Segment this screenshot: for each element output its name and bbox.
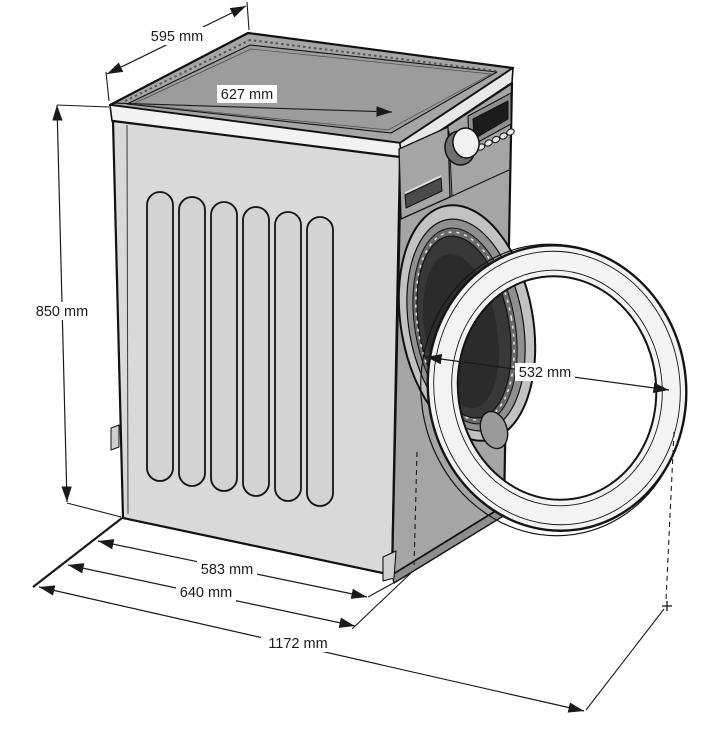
label-bg	[261, 634, 335, 652]
dim-top-depth: 595 mm	[105, 1, 250, 102]
dim-door-diameter: 532 mm	[425, 353, 670, 394]
ext-line	[66, 502, 122, 518]
program-knob	[452, 127, 480, 159]
control-panel-seam	[449, 169, 510, 198]
button-row	[476, 128, 515, 151]
side-edge-tab	[110, 424, 120, 451]
ext-line	[246, 1, 250, 31]
plus-mark	[662, 601, 672, 611]
groove-2	[178, 196, 206, 487]
door-ring-outer2	[433, 250, 681, 526]
dim-line	[112, 102, 393, 117]
label-bg	[217, 85, 277, 103]
door-hinge-drop-line	[413, 451, 418, 569]
label-bg	[148, 27, 206, 45]
washing-machine	[108, 31, 688, 584]
groove-1	[146, 191, 174, 482]
label-bg	[515, 363, 575, 381]
machine-side-panel	[110, 119, 402, 577]
ext-line	[351, 572, 412, 630]
groove-6	[306, 216, 334, 507]
ext-line	[585, 608, 665, 711]
front-foot	[382, 550, 397, 582]
groove-3	[210, 201, 238, 492]
drawer-handle-slot	[404, 177, 443, 209]
side-corner-seam	[126, 124, 129, 515]
door-edge-drop-line	[665, 431, 675, 601]
floor-extension-left	[32, 517, 123, 588]
dim-total-depth: 1172 mm	[38, 431, 675, 713]
side-grooves	[146, 191, 334, 507]
dim-label-total-depth: 1172 mm	[268, 636, 327, 652]
button-5	[506, 128, 515, 136]
dim-label-door-diameter: 532 mm	[519, 365, 571, 381]
dim-label-top-width: 627 mm	[221, 87, 273, 103]
dim-height: 850 mm	[32, 104, 122, 518]
label-bg	[32, 302, 92, 320]
door-hinge-boss	[479, 410, 509, 450]
groove-4	[242, 206, 270, 497]
control-panel	[444, 92, 515, 166]
dim-label-top-depth: 595 mm	[151, 29, 203, 45]
door-ring-outer	[426, 244, 688, 532]
dim-label-height: 850 mm	[36, 304, 88, 320]
groove-5	[274, 211, 302, 502]
dim-label-base-width-inner: 583 mm	[201, 562, 253, 578]
ext-line	[56, 104, 110, 108]
ext-line	[105, 71, 110, 102]
dimensions: 595 mm 627 mm 850 mm 532 mm	[32, 1, 675, 713]
drawer-slot-highlight	[404, 175, 442, 194]
dim-label-base-width-outer: 640 mm	[180, 585, 232, 601]
dim-top-width: 627 mm	[112, 85, 393, 117]
top-rim-hatch	[124, 38, 497, 102]
